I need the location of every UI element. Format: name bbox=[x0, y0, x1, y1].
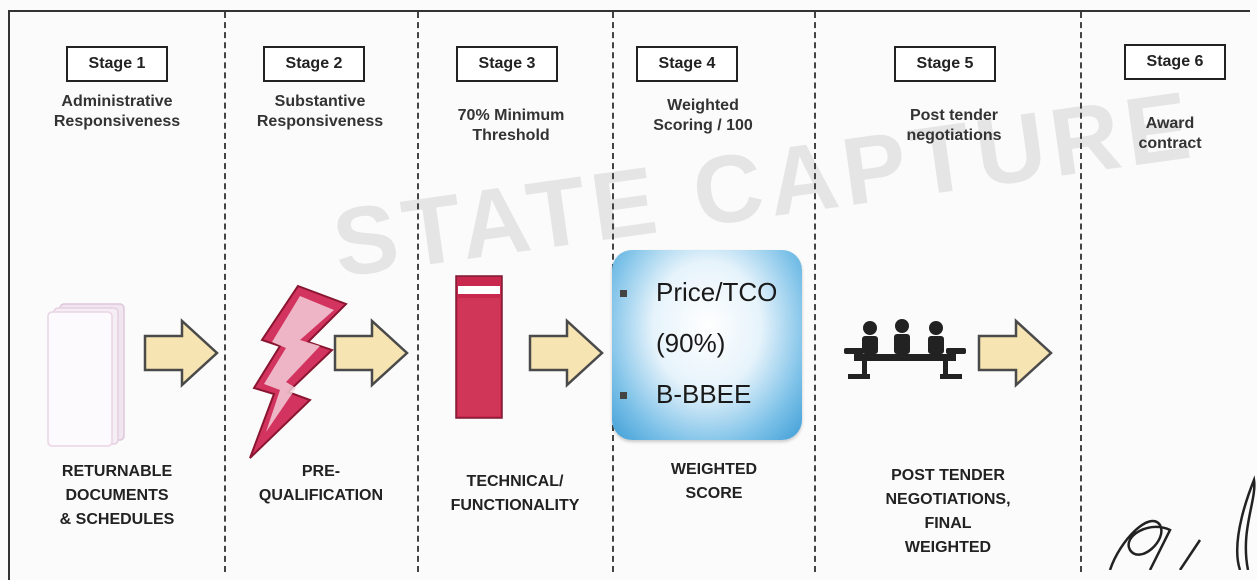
arrow-right-icon bbox=[333, 318, 409, 388]
column-divider bbox=[224, 12, 226, 572]
stage-3-output: TECHNICAL/ FUNCTIONALITY bbox=[418, 470, 612, 518]
stage-3-output-line1: TECHNICAL/ bbox=[466, 473, 564, 490]
stage-1-output-line2: DOCUMENTS bbox=[65, 487, 169, 504]
stage-6-subtitle-line2: contract bbox=[1138, 135, 1202, 152]
stage-5-output-line3: FINAL bbox=[924, 515, 972, 532]
stage-1-output-line3: & SCHEDULES bbox=[59, 511, 175, 528]
stage-3-subtitle-line2: Threshold bbox=[472, 127, 550, 144]
signature-mark bbox=[1108, 475, 1256, 570]
stage-5-output-line1: POST TENDER bbox=[891, 467, 1005, 484]
score-item-price: Price/TCO bbox=[656, 277, 778, 307]
stage-1-subtitle-line1: Administrative bbox=[61, 93, 173, 110]
stage-2-output-line2: QUALIFICATION bbox=[258, 487, 384, 504]
stage-4-subtitle: Weighted Scoring / 100 bbox=[613, 96, 793, 136]
stage-2-subtitle-line1: Substantive bbox=[274, 93, 366, 110]
weighted-score-card: Price/TCO (90%) B-BBEE bbox=[612, 250, 802, 440]
stage-3-subtitle: 70% Minimum Threshold bbox=[421, 106, 601, 146]
stage-3-subtitle-line1: 70% Minimum bbox=[457, 107, 565, 124]
diagram-frame bbox=[8, 10, 1250, 580]
stage-4-output: WEIGHTED SCORE bbox=[614, 458, 814, 506]
stage-6-subtitle-line1: Award bbox=[1145, 115, 1195, 132]
score-item-price-weight: (90%) bbox=[656, 328, 726, 358]
stage-1-output-line1: RETURNABLE bbox=[61, 463, 173, 480]
stage-4-subtitle-line2: Scoring / 100 bbox=[653, 117, 753, 134]
stage-3-output-line2: FUNCTIONALITY bbox=[450, 497, 580, 514]
bullet-icon bbox=[620, 392, 627, 399]
bullet-icon bbox=[620, 290, 627, 297]
stage-1-subtitle: Administrative Responsiveness bbox=[27, 92, 207, 132]
arrow-right-icon bbox=[528, 318, 604, 388]
column-divider bbox=[814, 12, 816, 572]
meeting-people-icon bbox=[844, 319, 966, 379]
stage-5-subtitle: Post tender negotiations bbox=[864, 106, 1044, 146]
stage-1-label: Stage 1 bbox=[66, 46, 168, 82]
stage-2-subtitle: Substantive Responsiveness bbox=[230, 92, 410, 132]
lightning-bolt-icon bbox=[249, 284, 348, 459]
stage-4-label: Stage 4 bbox=[636, 46, 738, 82]
score-item-bbbee: B-BBEE bbox=[656, 379, 752, 409]
column-divider bbox=[1080, 12, 1082, 572]
column-divider bbox=[417, 12, 419, 572]
stage-2-output-line1: PRE- bbox=[301, 463, 341, 480]
stage-6-subtitle: Award contract bbox=[1080, 114, 1257, 154]
stage-1-subtitle-line2: Responsiveness bbox=[53, 113, 181, 130]
stage-5-subtitle-line2: negotiations bbox=[906, 127, 1002, 144]
stage-3-label: Stage 3 bbox=[456, 46, 558, 82]
stage-5-label: Stage 5 bbox=[894, 46, 996, 82]
stage-5-output-line2: NEGOTIATIONS, bbox=[885, 491, 1011, 508]
arrow-right-icon bbox=[977, 318, 1053, 388]
stage-5-output: POST TENDER NEGOTIATIONS, FINAL WEIGHTED bbox=[858, 464, 1038, 560]
threshold-bar-icon bbox=[455, 275, 503, 419]
stage-2-output: PRE- QUALIFICATION bbox=[226, 460, 416, 508]
documents-icon bbox=[47, 303, 125, 447]
stage-6-label: Stage 6 bbox=[1124, 44, 1226, 80]
stage-4-output-line1: WEIGHTED bbox=[670, 461, 758, 478]
stage-2-subtitle-line2: Responsiveness bbox=[256, 113, 384, 130]
stage-4-output-line2: SCORE bbox=[685, 485, 743, 502]
stage-4-subtitle-line1: Weighted bbox=[667, 97, 739, 114]
stage-2-label: Stage 2 bbox=[263, 46, 365, 82]
stage-5-output-line4: WEIGHTED bbox=[904, 539, 992, 556]
arrow-right-icon bbox=[143, 318, 219, 388]
stage-1-output: RETURNABLE DOCUMENTS & SCHEDULES bbox=[32, 460, 202, 532]
stage-5-subtitle-line1: Post tender bbox=[909, 107, 998, 124]
